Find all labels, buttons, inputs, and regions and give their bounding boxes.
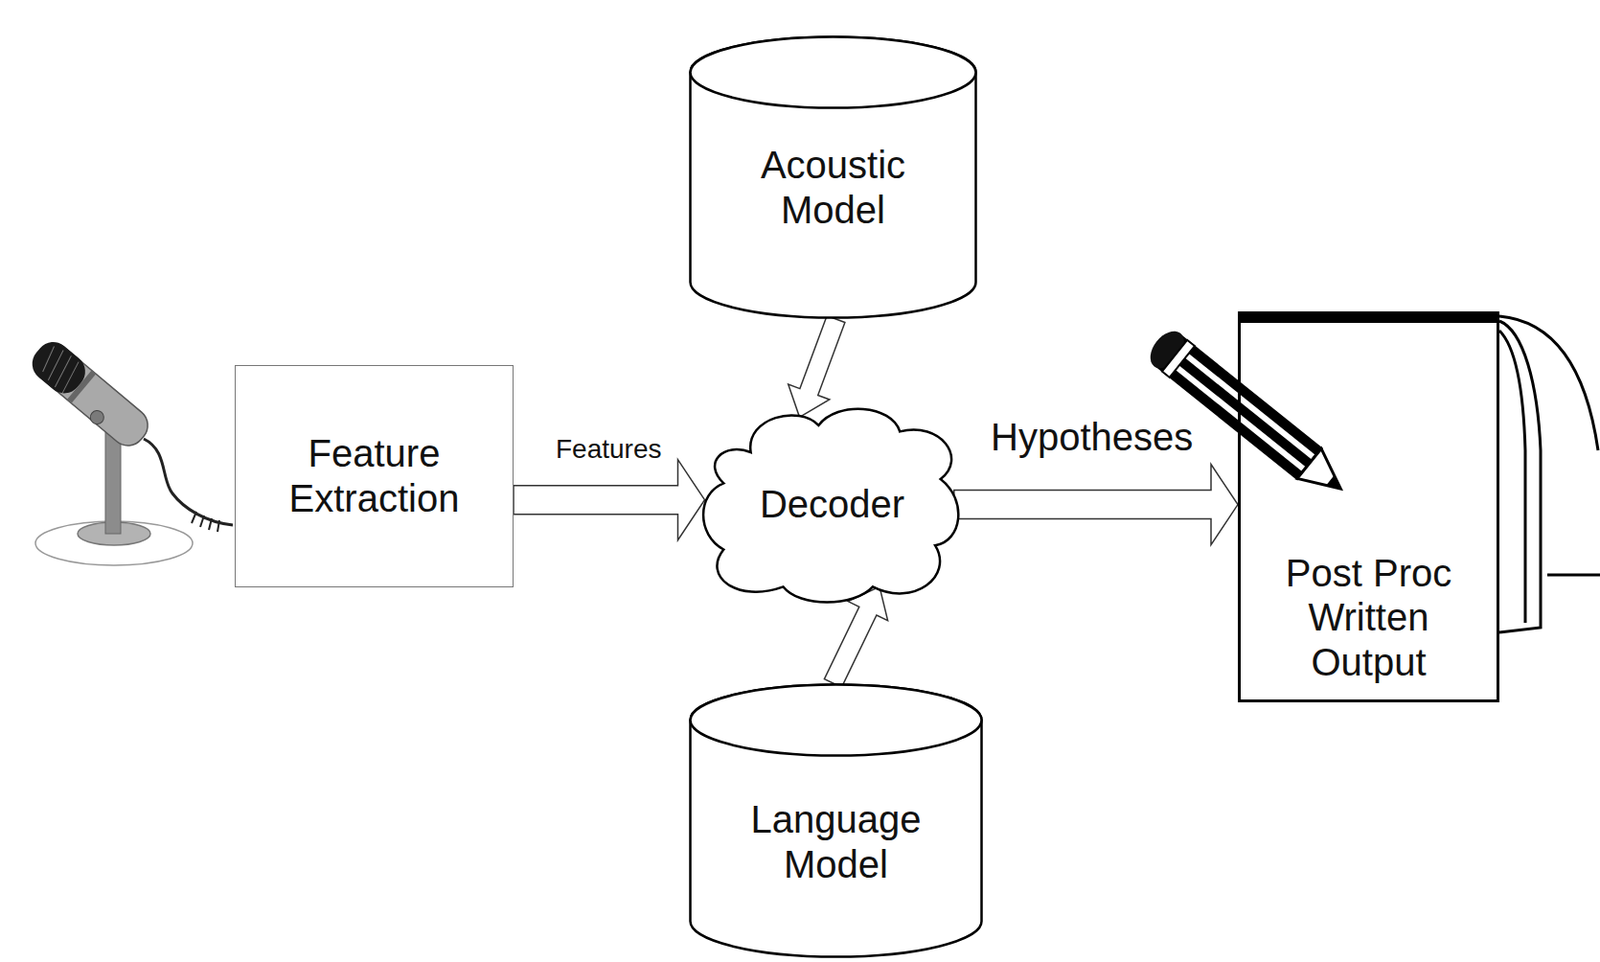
node-label: Feature Extraction [278,431,471,522]
output-notebook: Post Proc Written Output [1237,311,1500,703]
notebook-back-pages [1499,316,1600,633]
node-label: Decoder [759,481,905,527]
node-label: Acoustic Model [728,142,939,233]
cylinder-top [690,685,983,756]
edge-label: Features [555,434,663,465]
cloud-frame [703,409,959,603]
microphone-cable [143,438,233,526]
block-arrow [513,459,706,541]
edge-label: Hypotheses [990,414,1193,459]
node-label: Language Model [731,797,942,888]
cable-ticks [191,511,220,532]
microphone-illustration [24,335,233,566]
notebook-page [1239,313,1499,702]
database-cylinder: Acoustic Model [688,35,978,320]
database-cylinder: Language Model [688,683,983,959]
microphone-body [24,335,156,454]
cylinder-body [690,37,977,319]
cloud-outline [703,409,959,603]
notebook-binding [1237,311,1500,323]
process-box: Feature Extraction [234,365,514,588]
decoder-cloud: Decoder [696,400,968,608]
block-arrow [954,464,1238,546]
block-arrow [788,316,846,418]
cylinder-top [690,37,977,109]
cylinder-body [690,685,983,958]
node-label: Post Proc Written Output [1273,550,1465,686]
